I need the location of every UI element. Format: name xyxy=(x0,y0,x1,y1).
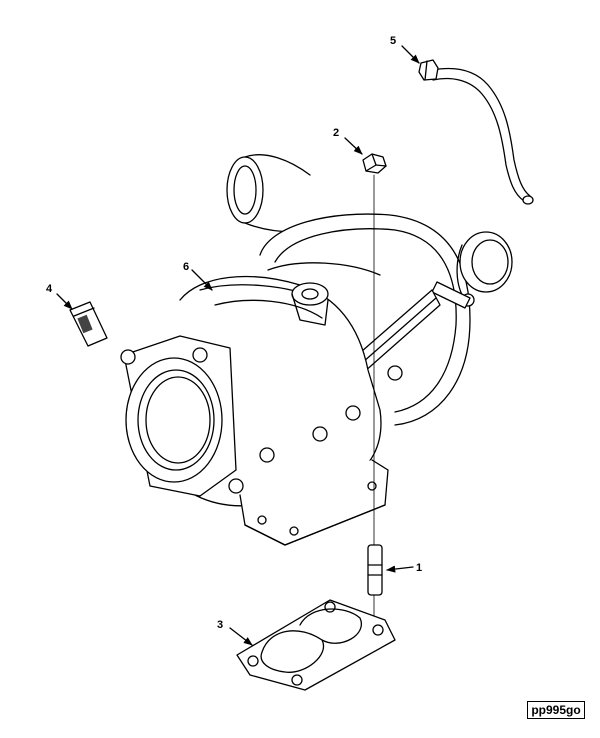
turbocharger-part xyxy=(120,154,513,546)
gasket-part xyxy=(236,599,396,691)
nut-part xyxy=(362,153,387,174)
tag-plate-part xyxy=(69,301,108,347)
callout-3: 3 xyxy=(217,619,223,631)
callout-6: 6 xyxy=(183,261,189,273)
callout-1: 1 xyxy=(416,562,422,574)
oil-tube-part xyxy=(418,59,534,205)
callout-5: 5 xyxy=(390,35,396,47)
figure-reference-code: pp995go xyxy=(527,701,585,719)
callout-2: 2 xyxy=(333,127,339,139)
stud-part xyxy=(367,174,383,626)
callout-4: 4 xyxy=(46,283,53,295)
